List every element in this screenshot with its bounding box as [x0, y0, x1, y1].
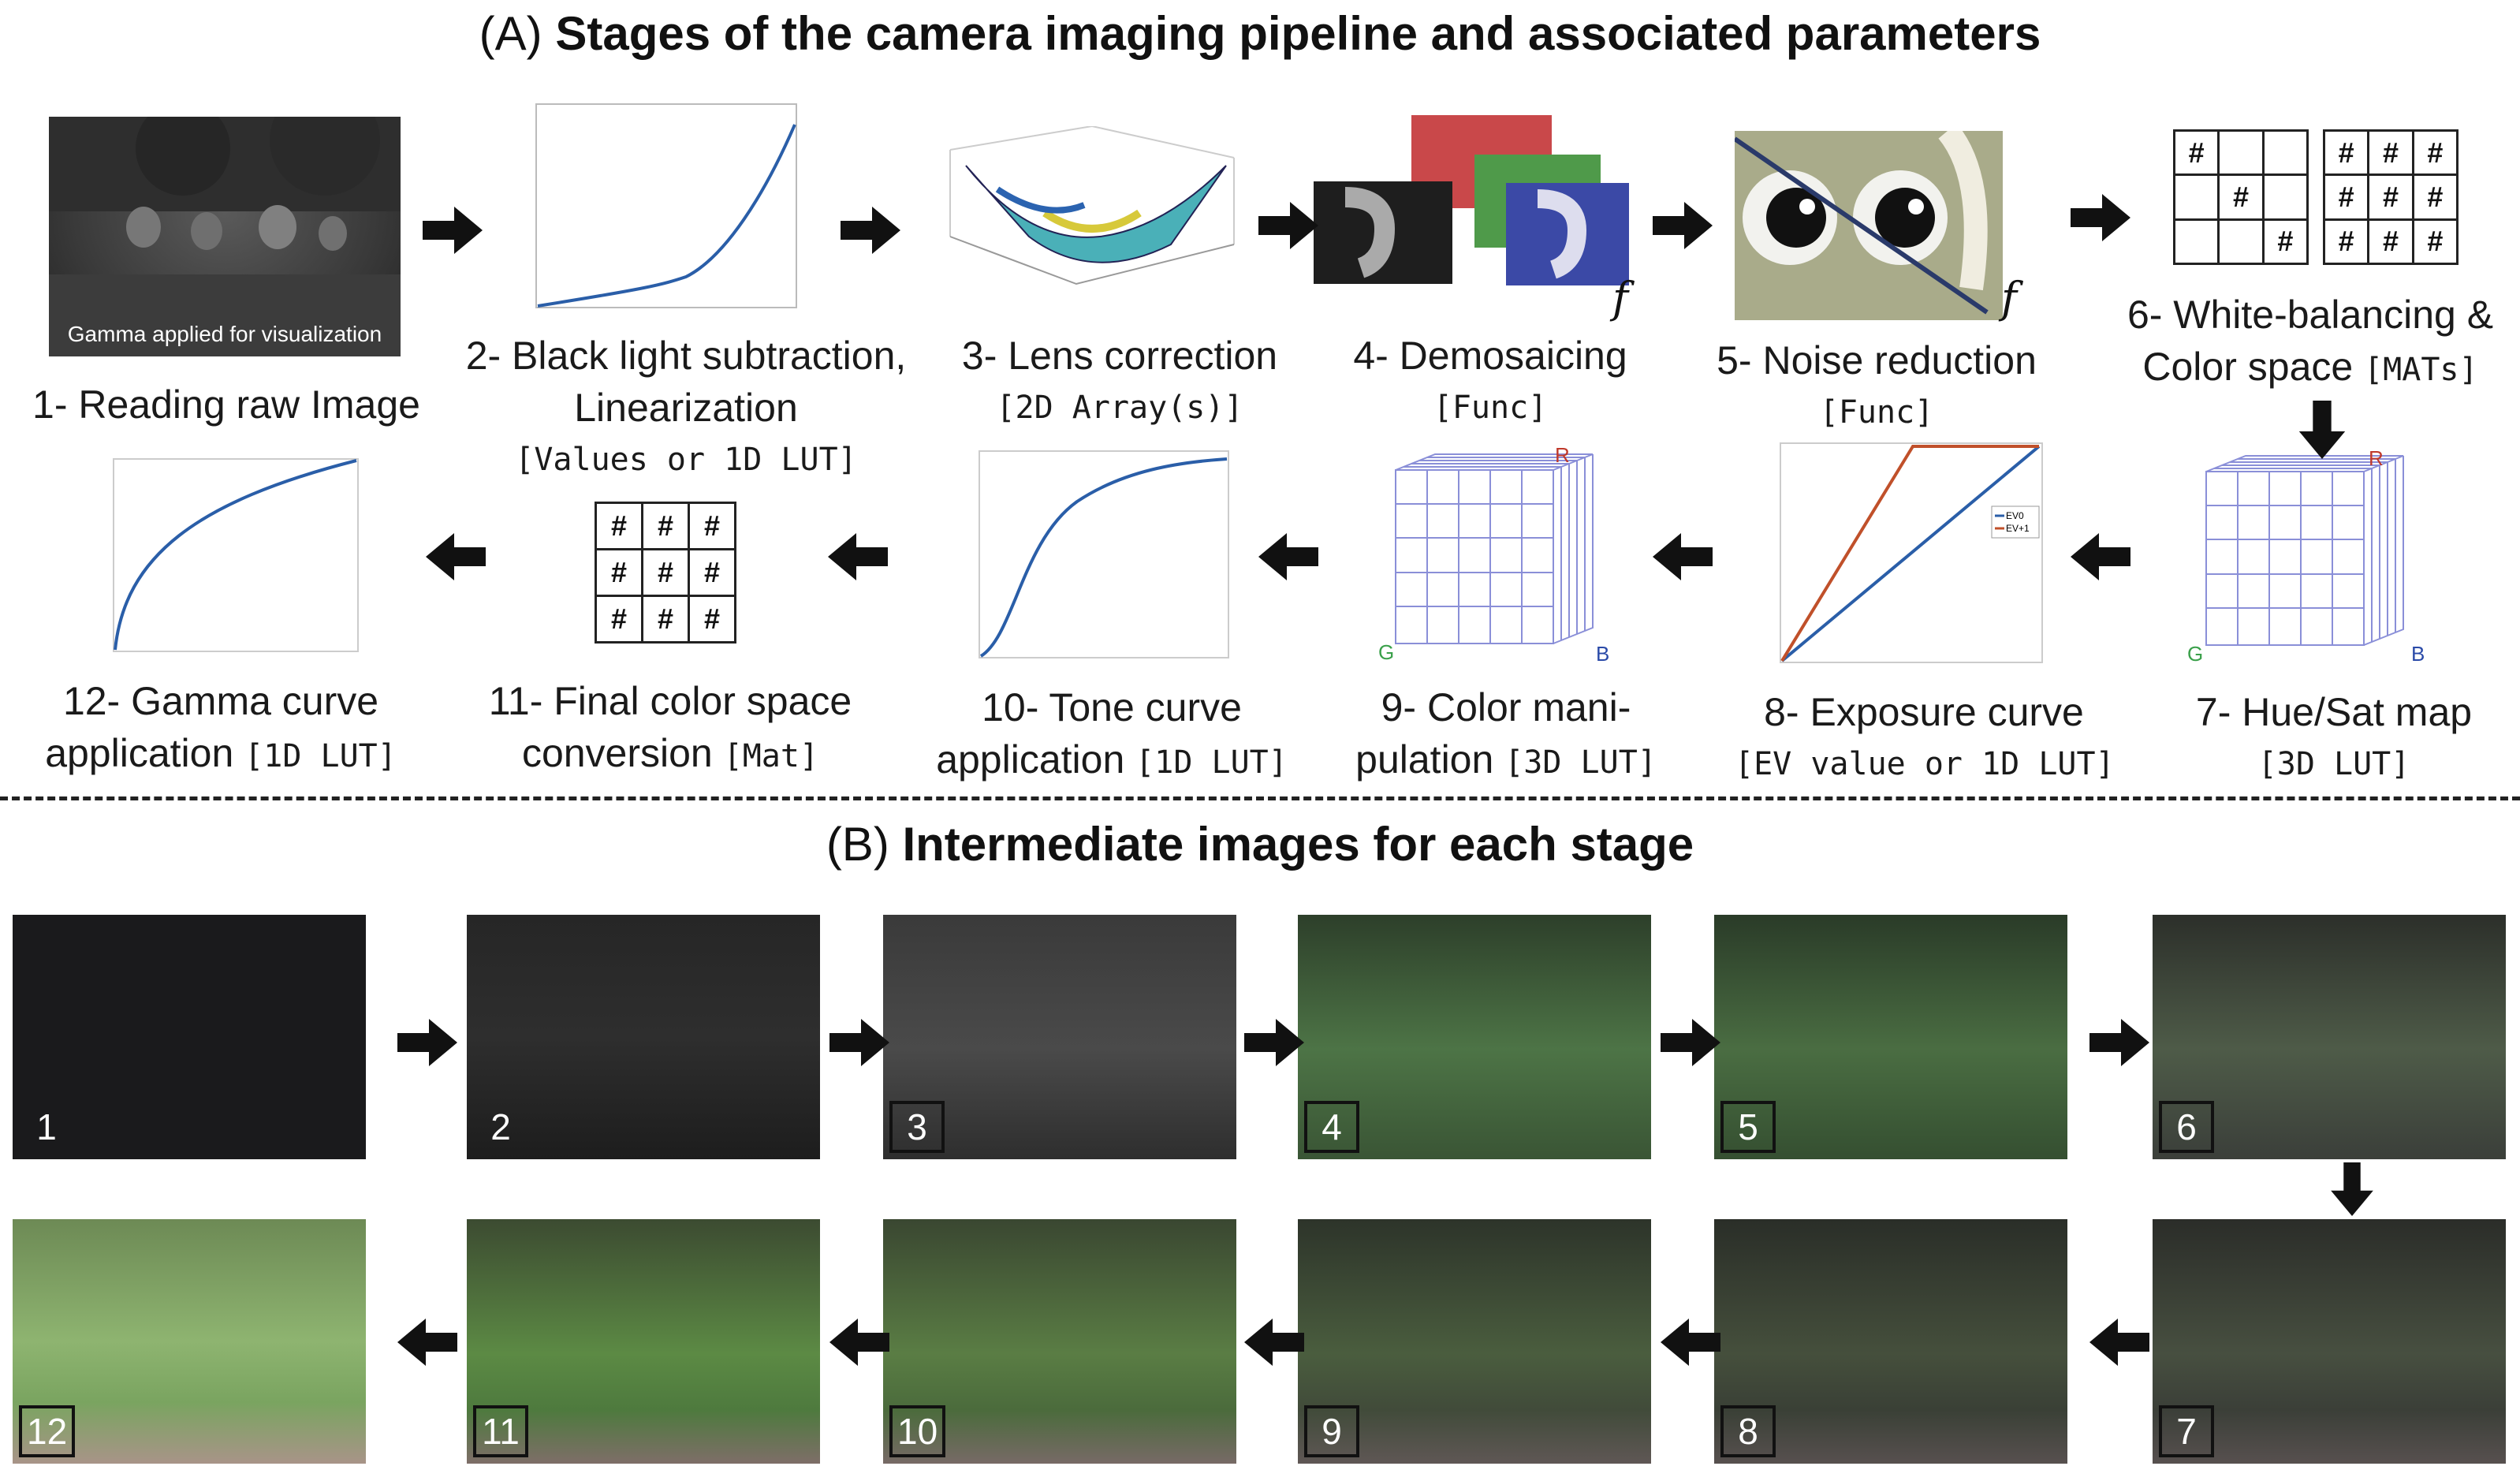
section-b-heading: Intermediate images for each stage [902, 818, 1694, 871]
linearization-plot [535, 103, 797, 308]
arrow-left-icon [829, 1319, 889, 1366]
intermediate-image: 7 [2153, 1219, 2506, 1464]
exposure-legend-ev1: EV+1 [2006, 523, 2030, 534]
stage-3-label: 3- Lens correction[2D Array(s)] [961, 334, 1278, 426]
tone-curve-chart [967, 446, 1235, 667]
arrow-right-icon [2089, 1019, 2149, 1066]
intermediate-image: 1 [13, 915, 366, 1159]
cube9-axis-b: B [1596, 642, 1609, 666]
arrow-left-icon [1244, 1319, 1304, 1366]
intermediate-image: 2 [467, 915, 820, 1159]
cube9-axis-g: G [1378, 640, 1394, 664]
intermediate-image: 12 [13, 1219, 366, 1464]
wb-matrix-diagonal: # # # [2172, 129, 2309, 266]
gamma-curve-chart [101, 454, 364, 661]
demosaic-gray-tile [1314, 181, 1452, 284]
lens-surface [934, 125, 1242, 292]
color-manipulation-cube: R G B [1372, 443, 1616, 677]
stage-1-label: 1- Reading raw Image [32, 382, 420, 427]
cube9-axis-r: R [1555, 446, 1570, 467]
raw-image-scene [49, 117, 401, 356]
arrow-right-icon [1258, 202, 1318, 249]
stage-9-label: 9- Color mani-pulation [3D LUT] [1355, 685, 1657, 782]
arrow-left-icon [828, 533, 888, 580]
raw-image: Gamma applied for visualization [49, 117, 401, 356]
arrow-down-icon [2296, 401, 2348, 459]
section-b-title: (B) Intermediate images for each stage [0, 817, 2520, 871]
cube-grid-9: R G B [1378, 443, 1609, 666]
stage-2-label: 2- Black light subtraction,Linearization… [465, 334, 907, 478]
noise-owl-eyes [1735, 131, 2003, 320]
stage-8-label: 8- Exposure curve[EV value or 1D LUT] [1735, 690, 2115, 782]
arrow-right-icon [841, 207, 900, 254]
cube-grid-7: R G B [2187, 446, 2425, 666]
exposure-legend-ev0: EV0 [2006, 510, 2024, 521]
arrow-right-icon [397, 1019, 457, 1066]
arrow-left-icon [2089, 1319, 2149, 1366]
color-space-matrix: ### ### ### [2322, 129, 2459, 266]
cube7-axis-r: R [2369, 448, 2384, 470]
final-color-matrix: ### ### ### [595, 502, 736, 644]
noise-func-symbol-label: f [2001, 273, 2017, 323]
arrow-right-icon [1653, 202, 1713, 249]
cube7-axis-b: B [2411, 642, 2425, 666]
intermediate-image: 5 [1714, 915, 2067, 1159]
stage-6-label: 6- White-balancing &Color space [MATs] [2127, 293, 2494, 389]
arrow-right-icon [829, 1019, 889, 1066]
hue-sat-cube: R G B [2183, 446, 2435, 678]
linearization-chart [528, 99, 804, 314]
arrow-right-icon [1661, 1019, 1720, 1066]
stage-5-label: 5- Noise reduction[Func] [1717, 338, 2037, 431]
demosaic-tiles: f [1309, 115, 1640, 323]
exposure-curve-plot: EV0 EV+1 [1780, 442, 2043, 663]
raw-image-caption: Gamma applied for visualization [67, 322, 382, 346]
arrow-left-icon [1661, 1319, 1720, 1366]
noise-reduction-image: f [1735, 131, 2003, 320]
cube7-axis-g: G [2187, 642, 2203, 666]
intermediate-image: 4 [1298, 915, 1651, 1159]
demosaic-blue-tile [1506, 183, 1629, 285]
tone-curve-plot [979, 450, 1229, 658]
demosaic-func-symbol: f [1612, 273, 1628, 323]
section-divider [0, 796, 2520, 800]
intermediate-image: 9 [1298, 1219, 1651, 1464]
arrow-right-icon [2071, 194, 2130, 241]
gamma-curve-plot [113, 458, 359, 652]
lens-surface-plot [949, 125, 1235, 285]
arrow-right-icon [423, 207, 483, 254]
intermediate-image: 3 [883, 915, 1236, 1159]
intermediate-image: 6 [2153, 915, 2506, 1159]
arrow-down-icon [2326, 1162, 2378, 1216]
intermediate-image: 10 [883, 1219, 1236, 1464]
section-a-letter: (A) [479, 7, 542, 60]
section-b-letter: (B) [826, 818, 889, 871]
exposure-curve-chart: EV0 EV+1 [1771, 438, 2048, 669]
section-a-title: (A) Stages of the camera imaging pipelin… [0, 6, 2520, 61]
intermediate-image: 8 [1714, 1219, 2067, 1464]
arrow-left-icon [397, 1319, 457, 1366]
arrow-left-icon [2071, 533, 2130, 580]
stage-4-label: 4- Demosaicing[Func] [1353, 334, 1627, 426]
stage-7-label: 7- Hue/Sat map[3D LUT] [2195, 690, 2473, 782]
arrow-right-icon [1244, 1019, 1304, 1066]
section-a-heading: Stages of the camera imaging pipeline an… [555, 7, 2041, 60]
arrow-left-icon [1258, 533, 1318, 580]
arrow-left-icon [426, 533, 486, 580]
intermediate-image: 11 [467, 1219, 820, 1464]
arrow-left-icon [1653, 533, 1713, 580]
